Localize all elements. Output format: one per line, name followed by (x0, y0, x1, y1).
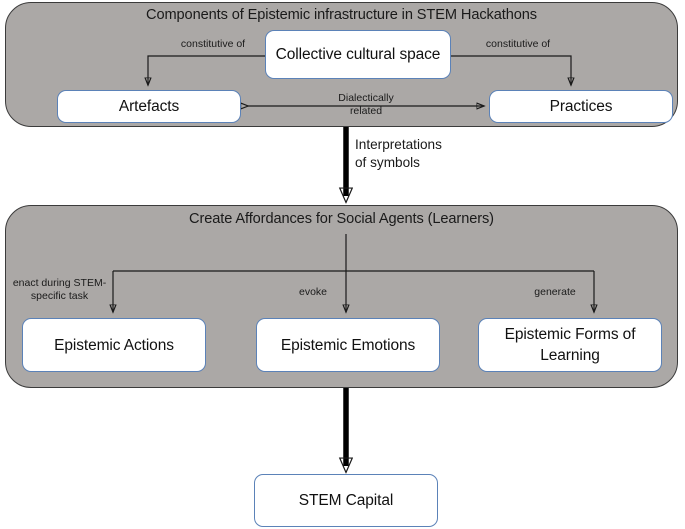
edge-label-left-constitutive-of: constitutive of (180, 38, 246, 50)
node-epistemic-forms-of-learning[interactable]: Epistemic Forms of Learning (478, 318, 662, 372)
group-two-title: Create Affordances for Social Agents (Le… (189, 211, 494, 227)
node-epistemic-actions[interactable]: Epistemic Actions (22, 318, 206, 372)
node-practices[interactable]: Practices (489, 90, 673, 123)
node-artefacts[interactable]: Artefacts (57, 90, 241, 123)
edge-label-dialectically-related: Dialectically related (338, 92, 394, 117)
edge-label-right-constitutive-of: constitutive of (485, 38, 551, 50)
group-one-title: Components of Epistemic infrastructure i… (146, 7, 537, 23)
edge-label-generate: generate (534, 286, 576, 298)
node-collective-cultural-space[interactable]: Collective cultural space (265, 30, 451, 79)
node-epistemic-emotions[interactable]: Epistemic Emotions (256, 318, 440, 372)
edge-label-evoke: evoke (298, 286, 328, 298)
edge-label-interpretations-of-symbols: Interpretations of symbols (355, 137, 442, 170)
edge-label-enact-during-stem-specific-task: enact during STEM- specific task (12, 277, 107, 302)
node-stem-capital[interactable]: STEM Capital (254, 474, 438, 527)
